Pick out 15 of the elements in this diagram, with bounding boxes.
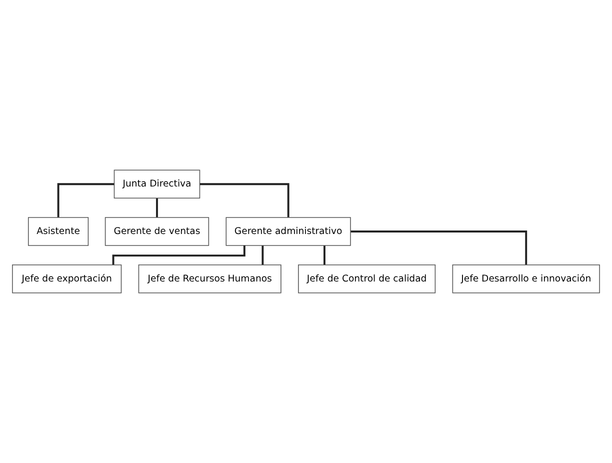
connector	[323, 246, 326, 265]
node-box: Jefe de exportación	[12, 264, 122, 294]
node-box: Jefe Desarrollo e innovación	[452, 264, 600, 294]
node-box: Junta Directiva	[114, 170, 200, 198]
node-box: Gerente administrativo	[226, 217, 351, 246]
connector	[200, 183, 290, 218]
node-box: Jefe de Recursos Humanos	[138, 264, 282, 294]
node-box: Jefe de Control de calidad	[298, 264, 436, 294]
connector	[262, 246, 264, 265]
connector	[112, 246, 246, 265]
connector	[156, 198, 158, 218]
connector	[57, 183, 114, 218]
connector	[350, 230, 528, 265]
node-box: Asistente	[28, 217, 89, 246]
node-box: Gerente de ventas	[104, 217, 210, 246]
